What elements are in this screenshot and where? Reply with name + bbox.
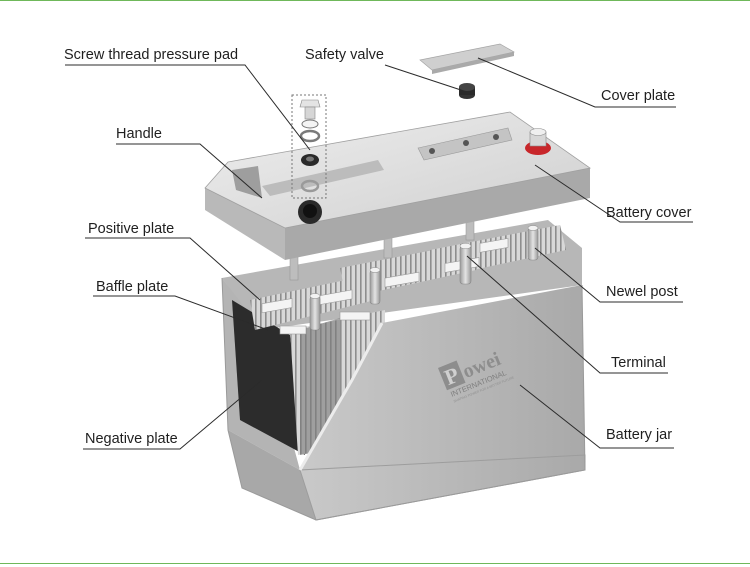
red-terminal	[525, 128, 551, 155]
label-terminal: Terminal	[611, 355, 666, 371]
label-battery-jar: Battery jar	[606, 427, 673, 443]
leader-cover-plate	[477, 57, 676, 108]
leader-baffle-plate	[93, 295, 269, 331]
top-border-line	[0, 0, 750, 1]
leader-terminal	[466, 255, 668, 374]
leader-positive-plate	[85, 237, 261, 301]
label-negative-plate: Negative plate	[85, 431, 178, 447]
bottom-border-line	[0, 563, 750, 564]
terminal-post	[459, 242, 472, 285]
leader-battery-jar	[519, 384, 674, 449]
label-baffle-plate: Baffle plate	[96, 279, 169, 295]
label-cover-plate: Cover plate	[601, 88, 676, 104]
label-newel-post: Newel post	[606, 284, 678, 300]
leader-lines	[65, 57, 693, 450]
leader-newel-post	[534, 247, 683, 303]
cover-plate	[419, 43, 515, 74]
leader-handle	[116, 143, 263, 199]
battery-cover	[204, 111, 591, 281]
leader-negative-plate	[83, 379, 263, 450]
leader-safety-valve	[384, 64, 468, 93]
label-handle: Handle	[116, 126, 162, 142]
cell-stacks	[250, 225, 566, 455]
safety-valve	[459, 83, 475, 99]
leader-battery-cover	[534, 164, 693, 223]
battery-jar	[221, 220, 586, 521]
label-battery-cover: Battery cover	[606, 205, 692, 221]
label-safety-valve: Safety valve	[305, 47, 384, 63]
screw-thread-pressure-pad	[291, 94, 327, 199]
handle-groove	[232, 166, 262, 198]
label-screw-thread-pressure-pad: Screw thread pressure pad	[64, 47, 239, 63]
negative-plate-shape	[232, 300, 305, 455]
label-positive-plate: Positive plate	[88, 221, 175, 237]
leader-screw-pad	[65, 64, 311, 151]
newel-posts	[309, 225, 539, 331]
